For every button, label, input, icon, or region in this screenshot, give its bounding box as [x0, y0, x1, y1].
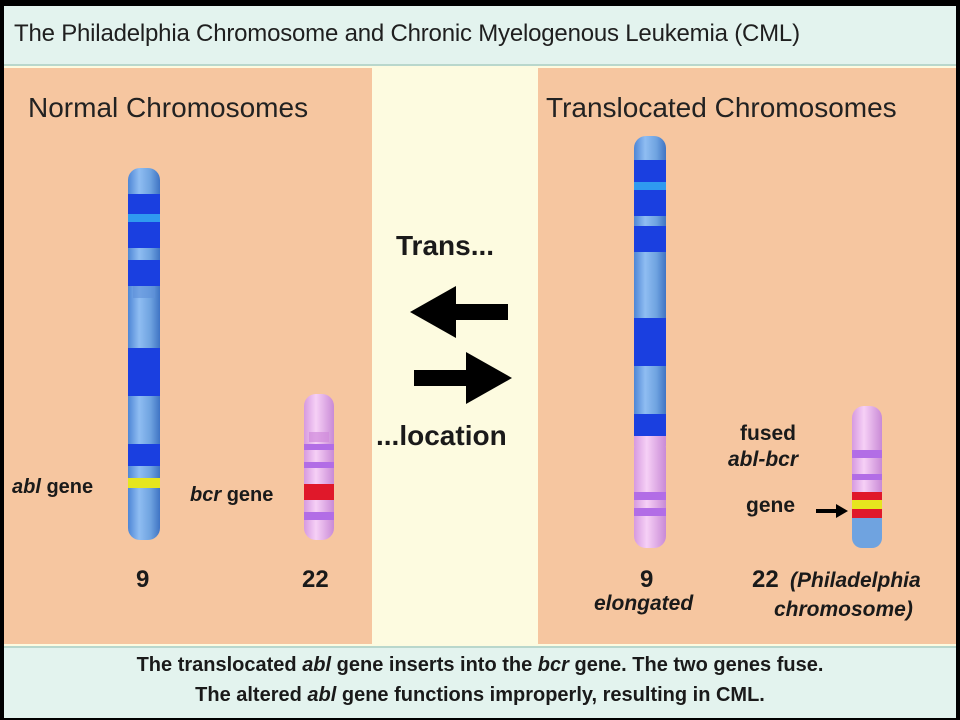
translocated-chromosomes-heading: Translocated Chromosomes — [546, 92, 897, 123]
normal-chromosomes-heading: Normal Chromosomes — [28, 92, 309, 123]
fused-label-line2: abl-bcr — [728, 448, 799, 471]
philadelphia-label-line2: chromosome) — [774, 598, 913, 621]
translocated-chromosome-9 — [634, 136, 666, 548]
abl-gene-band — [128, 478, 160, 488]
trans-label: Trans... — [396, 230, 495, 261]
normal-chromosomes-panel: Normal Chromosomes — [4, 68, 372, 644]
philadelphia-chromosome-22 — [852, 406, 882, 548]
elongated-label: elongated — [594, 592, 694, 615]
left-arrow-shaft — [444, 304, 508, 320]
bcr-gene-label: bcr gene — [190, 484, 274, 506]
philadelphia-label-line1: (Philadelphia — [790, 569, 921, 592]
translocated-22-number: 22 — [752, 566, 779, 593]
translocated-9-number: 9 — [640, 566, 654, 593]
caption-line-1: The translocated abl gene inserts into t… — [136, 654, 824, 676]
chromosome-9-number: 9 — [136, 566, 150, 593]
chromosome-diagram — [128, 136, 882, 548]
right-arrow-head — [466, 352, 512, 404]
title-bar: The Philadelphia Chromosome and Chronic … — [4, 6, 956, 66]
location-label: ...location — [376, 420, 507, 451]
normal-chromosome-22 — [304, 394, 334, 540]
right-arrow-shaft — [414, 370, 478, 386]
chromosome-22-number: 22 — [302, 566, 329, 593]
left-arrow-head — [410, 286, 456, 338]
fused-gene-arrow — [816, 504, 848, 518]
footer-caption: The translocated abl gene inserts into t… — [4, 646, 956, 718]
translocation-arrows — [410, 286, 512, 404]
caption-line-2: The altered abl gene functions improperl… — [195, 684, 765, 706]
normal-chromosome-9 — [128, 168, 160, 540]
slide: The Philadelphia Chromosome and Chronic … — [4, 6, 956, 718]
fused-label-line3: gene — [746, 494, 796, 517]
bcr-gene-band — [304, 484, 334, 500]
slide-title: The Philadelphia Chromosome and Chronic … — [14, 20, 800, 47]
fused-label-line1: fused — [740, 422, 797, 445]
abl-gene-label: abl gene — [12, 476, 94, 498]
translocated-chromosomes-panel: Translocated Chromosomes — [538, 68, 956, 644]
